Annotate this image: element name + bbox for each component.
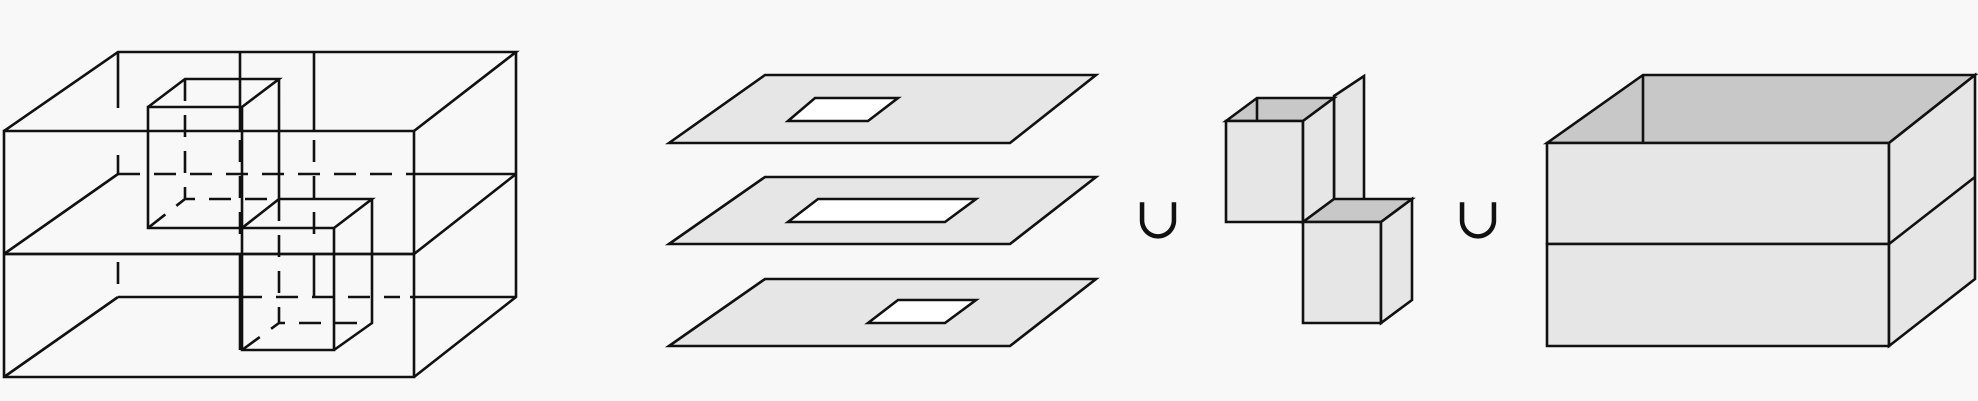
open-box-front-lower — [1545, 242, 1891, 348]
upper-cube-front — [1224, 119, 1305, 224]
slice-1-side — [3, 172, 517, 256]
lower-cube — [240, 197, 376, 352]
lower-cube-side — [1379, 196, 1414, 326]
shaded-cubes — [1222, 73, 1416, 326]
plate-bottom — [664, 277, 1100, 348]
plates-group — [664, 73, 1100, 348]
open-box — [1542, 72, 1978, 349]
wireframe-solid — [2, 50, 520, 379]
outer-box-top-face — [3, 50, 520, 133]
upper-cube-hidden — [147, 79, 279, 230]
plate-top-hole — [784, 96, 902, 123]
back-bottom-edges — [3, 295, 240, 379]
lower-cube-front — [1301, 220, 1383, 325]
union-symbol-2: ∪ — [1454, 184, 1503, 252]
upper-cube — [146, 77, 283, 230]
union-symbol-1: ∪ — [1134, 184, 1183, 252]
open-box-front-upper — [1545, 141, 1891, 246]
plate-bottom-hole — [864, 298, 980, 325]
plate-middle — [664, 175, 1100, 246]
plate-middle-hole — [784, 197, 980, 224]
lower-cube-hidden — [241, 199, 372, 352]
plate-top — [664, 73, 1100, 145]
